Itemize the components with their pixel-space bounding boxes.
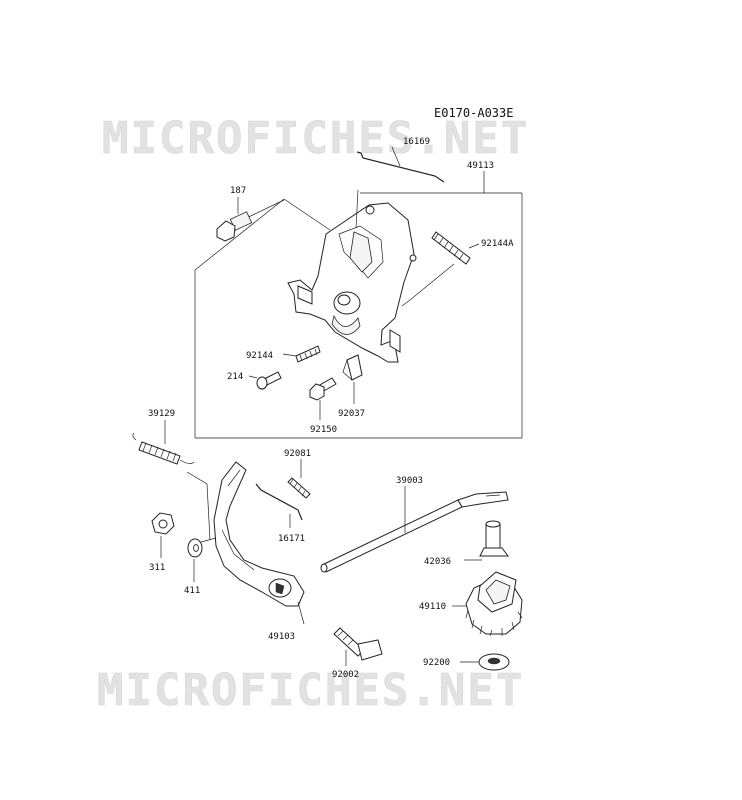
label-187: 187 <box>230 186 246 196</box>
label-92144: 92144 <box>246 351 273 361</box>
diagram-code: E0170-A033E <box>434 106 513 120</box>
assembly-box-49113 <box>194 171 523 439</box>
label-92150: 92150 <box>310 425 337 435</box>
part-92144-spring <box>282 345 321 363</box>
part-16171-rod <box>255 483 303 528</box>
part-92144A-spring <box>431 231 480 265</box>
label-92037: 92037 <box>338 409 365 419</box>
label-49103: 49103 <box>268 632 295 642</box>
part-39129-spring <box>132 420 211 541</box>
part-411-washer <box>187 537 217 582</box>
label-92081: 92081 <box>284 449 311 459</box>
label-49113: 49113 <box>467 161 494 171</box>
label-411: 411 <box>184 586 200 596</box>
part-92150-bolt <box>309 377 337 420</box>
label-16171: 16171 <box>278 534 305 544</box>
label-92200: 92200 <box>423 658 450 668</box>
part-16169-spring-wire <box>356 146 445 183</box>
watermark-bottom: MICROFICHES.NET <box>97 665 524 716</box>
part-39003-shaft <box>320 486 509 573</box>
part-214-screw <box>248 371 282 390</box>
label-39003: 39003 <box>396 476 423 486</box>
label-214: 214 <box>227 372 243 382</box>
label-16169: 16169 <box>403 137 430 147</box>
part-311-nut <box>151 512 175 558</box>
part-187-bolt <box>216 197 285 242</box>
part-92081-spring <box>287 459 311 499</box>
label-42036: 42036 <box>424 557 451 567</box>
part-42036-pin <box>464 520 509 561</box>
part-92002-bolt <box>333 627 383 666</box>
label-92002: 92002 <box>332 670 359 680</box>
part-49103-lever <box>213 461 305 625</box>
part-49113-bracket <box>287 189 455 363</box>
label-39129: 39129 <box>148 409 175 419</box>
part-92037-clip <box>342 354 363 404</box>
label-49110: 49110 <box>419 602 446 612</box>
label-311: 311 <box>149 563 165 573</box>
part-92200-washer <box>460 653 510 671</box>
part-49110-gear <box>452 571 523 637</box>
label-92144A: 92144A <box>481 239 514 249</box>
watermark-top: MICROFICHES.NET <box>102 113 529 164</box>
